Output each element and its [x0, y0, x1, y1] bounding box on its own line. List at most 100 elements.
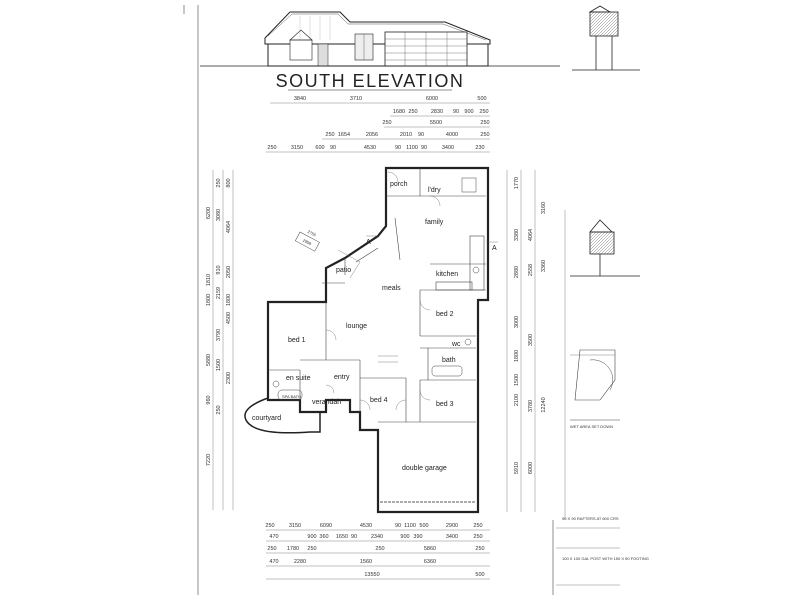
svg-text:4500: 4500: [226, 312, 232, 324]
svg-text:90: 90: [418, 132, 424, 138]
room-label-bed2: bed 2: [436, 311, 454, 318]
svg-text:1560: 1560: [360, 559, 372, 565]
right-partial-details: WET AREA SET DOWN 90 X 90 RAFTERS AT 600…: [556, 219, 649, 586]
room-label-bed4: bed 4: [370, 397, 388, 404]
svg-text:250: 250: [267, 546, 276, 552]
sink-icon: [472, 266, 480, 274]
room-label-courtyard: courtyard: [252, 415, 281, 422]
svg-text:250: 250: [216, 178, 222, 187]
svg-text:500: 500: [419, 523, 428, 529]
section-marker-right: A: [492, 245, 497, 252]
floor-plan: 2755 2908 A A porch l'dry family kitchen…: [244, 166, 498, 514]
svg-text:3790: 3790: [216, 329, 222, 341]
top-dimensions: 3840 3710 6000 500 1680 250 2830 90 900 …: [266, 96, 490, 153]
svg-text:600: 600: [315, 145, 324, 151]
svg-text:250: 250: [267, 145, 276, 151]
svg-text:1800: 1800: [226, 294, 232, 306]
svg-text:3380: 3380: [514, 229, 520, 241]
svg-text:2755: 2755: [307, 229, 318, 238]
right-dimensions: 3380 2880 4064 2558 3360 1770 3000 3160 …: [506, 170, 547, 512]
svg-text:3000: 3000: [514, 316, 520, 328]
svg-text:3150: 3150: [289, 523, 301, 529]
svg-text:1650: 1650: [336, 534, 348, 540]
svg-text:7220: 7220: [206, 454, 212, 466]
room-label-bath: bath: [442, 357, 456, 364]
svg-text:3400: 3400: [442, 145, 454, 151]
patio-dimension-box: 2755 2908: [294, 229, 320, 252]
svg-text:1780: 1780: [287, 546, 299, 552]
svg-text:3780: 3780: [528, 400, 534, 412]
svg-text:6000: 6000: [528, 462, 534, 474]
exterior-walls: [266, 166, 490, 514]
bottom-dimensions: 250 3150 6090 4530 90 1100 500 2900 250 …: [265, 523, 490, 580]
svg-text:2880: 2880: [514, 266, 520, 278]
room-label-verandah: verandah: [312, 399, 341, 406]
svg-text:90: 90: [395, 145, 401, 151]
svg-text:3160: 3160: [541, 202, 547, 214]
ensuite-wc-icon: [272, 380, 280, 388]
room-label-meals: meals: [382, 285, 401, 292]
svg-text:470: 470: [269, 534, 278, 540]
svg-text:4530: 4530: [360, 523, 372, 529]
svg-text:4530: 4530: [364, 145, 376, 151]
room-label-wc: wc: [451, 341, 461, 348]
room-label-patio: patio: [336, 267, 351, 274]
svg-text:250: 250: [307, 546, 316, 552]
svg-text:1810: 1810: [206, 274, 212, 286]
kitchen-bench: [469, 235, 485, 291]
rafter-note: 90 X 90 RAFTERS AT 600 CRS: [562, 516, 619, 521]
svg-text:230: 230: [475, 145, 484, 151]
svg-text:250: 250: [479, 109, 488, 115]
svg-text:3360: 3360: [541, 260, 547, 272]
svg-text:2280: 2280: [294, 559, 306, 565]
svg-text:5500: 5500: [430, 120, 442, 126]
laundry-tub-icon: [461, 177, 477, 193]
svg-text:4064: 4064: [226, 221, 232, 233]
room-label-double-garage: double garage: [402, 465, 447, 472]
svg-text:1500: 1500: [216, 359, 222, 371]
post-note: 100 X 100 GAL POST WITH 150 X 50 FOOTING: [562, 556, 649, 561]
svg-text:800: 800: [226, 178, 232, 187]
svg-text:2340: 2340: [371, 534, 383, 540]
svg-text:2558: 2558: [528, 264, 534, 276]
svg-text:3080: 3080: [216, 209, 222, 221]
svg-text:5860: 5860: [424, 546, 436, 552]
svg-text:3500: 3500: [528, 334, 534, 346]
svg-text:1770: 1770: [514, 177, 520, 189]
svg-text:250: 250: [265, 523, 274, 529]
svg-text:900: 900: [464, 109, 473, 115]
spa-bath-icon: [277, 389, 303, 401]
svg-text:2056: 2056: [366, 132, 378, 138]
svg-text:2300: 2300: [226, 372, 232, 384]
svg-text:250: 250: [325, 132, 334, 138]
side-elevation-partial: [572, 5, 640, 71]
left-dimensions: 6200 1810 1800 5880 7220 250 800 4064 30…: [206, 170, 234, 510]
svg-text:2100: 2100: [514, 394, 520, 406]
svg-text:2050: 2050: [226, 266, 232, 278]
svg-text:4064: 4064: [528, 229, 534, 241]
svg-text:90: 90: [395, 523, 401, 529]
svg-text:3400: 3400: [446, 534, 458, 540]
room-label-family: family: [425, 219, 444, 226]
svg-text:90: 90: [330, 145, 336, 151]
svg-text:5880: 5880: [206, 354, 212, 366]
svg-text:360: 360: [319, 534, 328, 540]
svg-text:6360: 6360: [424, 559, 436, 565]
svg-text:4000: 4000: [446, 132, 458, 138]
bathtub-icon: [431, 365, 463, 377]
svg-text:1500: 1500: [514, 374, 520, 386]
courtyard-wall: [244, 397, 321, 434]
svg-text:1800: 1800: [206, 294, 212, 306]
svg-text:2830: 2830: [431, 109, 443, 115]
front-door: [317, 43, 329, 67]
svg-text:6200: 6200: [206, 207, 212, 219]
svg-text:900: 900: [307, 534, 316, 540]
svg-text:250: 250: [382, 120, 391, 126]
svg-text:90: 90: [453, 109, 459, 115]
svg-text:500: 500: [477, 96, 486, 102]
section-detail-roof: [589, 231, 615, 255]
room-label-kitchen: kitchen: [436, 271, 458, 278]
room-label-bed1: bed 1: [288, 337, 306, 344]
room-label-ensuite: en suite: [286, 375, 311, 382]
